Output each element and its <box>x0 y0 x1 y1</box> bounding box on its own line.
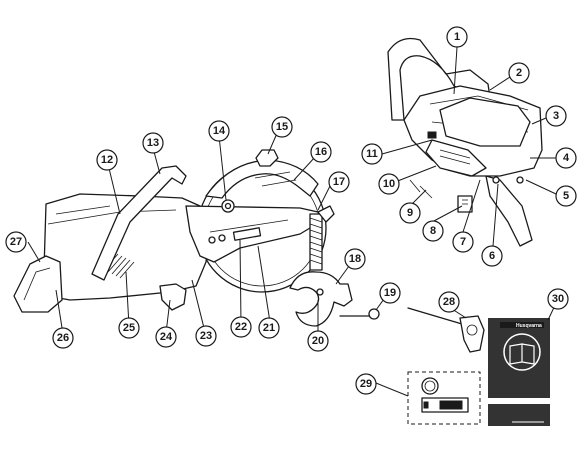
front-handle <box>91 165 187 281</box>
svg-text:25: 25 <box>123 322 135 334</box>
combination-spanner <box>407 307 485 353</box>
rear-handle <box>13 255 63 313</box>
cooling-vents <box>103 253 135 279</box>
svg-text:8: 8 <box>430 225 436 237</box>
callout-18: 18 <box>344 248 366 270</box>
callout-1: 1 <box>446 26 468 48</box>
callout-24: 24 <box>155 326 177 348</box>
guard-adjustment-lever <box>317 205 335 223</box>
top-handle <box>387 37 491 121</box>
svg-text:12: 12 <box>101 154 113 166</box>
arm-label-plate <box>232 227 262 241</box>
svg-text:24: 24 <box>160 331 173 343</box>
callout-27: 27 <box>5 231 27 253</box>
callout-11: 11 <box>361 143 383 165</box>
svg-text:Husqvarna: Husqvarna <box>516 323 542 329</box>
callout-12: 12 <box>96 149 118 171</box>
engine-unit-rear-view <box>387 37 543 247</box>
callout-15: 15 <box>271 116 293 138</box>
svg-text:5: 5 <box>563 190 569 202</box>
svg-text:3: 3 <box>553 110 559 122</box>
callout-16: 16 <box>310 141 332 163</box>
callout-23: 23 <box>195 325 217 347</box>
svg-text:17: 17 <box>333 176 345 188</box>
bushing-kit-box <box>407 371 481 425</box>
svg-text:16: 16 <box>315 146 327 158</box>
svg-text:18: 18 <box>349 253 361 265</box>
svg-text:23: 23 <box>200 330 212 342</box>
throttle-trigger <box>159 283 187 311</box>
svg-text:30: 30 <box>552 293 564 305</box>
callout-19: 19 <box>379 282 401 304</box>
svg-text:21: 21 <box>263 322 275 334</box>
callout-14: 14 <box>208 120 230 142</box>
blade-key <box>339 308 380 320</box>
combination-wrench <box>289 271 353 327</box>
svg-text:2: 2 <box>516 67 522 79</box>
callout-22: 22 <box>230 316 252 338</box>
svg-text:11: 11 <box>366 148 378 160</box>
callout-2: 2 <box>508 62 530 84</box>
svg-text:4: 4 <box>563 152 570 164</box>
callout-25: 25 <box>118 317 140 339</box>
callout-7: 7 <box>452 231 474 253</box>
svg-text:6: 6 <box>489 250 495 262</box>
svg-text:15: 15 <box>276 121 288 133</box>
callout-29: 29 <box>355 373 377 395</box>
callout-3: 3 <box>545 105 567 127</box>
svg-text:29: 29 <box>360 378 372 390</box>
svg-text:19: 19 <box>384 287 396 299</box>
power-cutter-side-view <box>13 149 335 313</box>
guard-handle <box>255 149 279 167</box>
callout-10: 10 <box>378 173 400 195</box>
callout-21: 21 <box>258 317 280 339</box>
callout-8: 8 <box>422 220 444 242</box>
operators-manual: Husqvarna <box>488 318 550 426</box>
svg-text:9: 9 <box>407 207 413 219</box>
svg-text:13: 13 <box>147 137 159 149</box>
svg-text:7: 7 <box>460 236 466 248</box>
svg-text:20: 20 <box>312 335 324 347</box>
svg-text:1: 1 <box>454 31 460 43</box>
callout-9: 9 <box>399 202 421 224</box>
callout-5: 5 <box>555 185 577 207</box>
callout-6: 6 <box>481 245 503 267</box>
callout-26: 26 <box>52 327 74 349</box>
callout-13: 13 <box>142 132 164 154</box>
svg-text:10: 10 <box>383 178 395 190</box>
air-filter-cover <box>439 97 531 147</box>
callout-4: 4 <box>555 147 577 169</box>
callout-20: 20 <box>307 330 329 352</box>
svg-text:27: 27 <box>10 236 22 248</box>
callout-30: 30 <box>547 288 569 310</box>
svg-text:26: 26 <box>57 332 69 344</box>
tension-spring <box>309 213 323 271</box>
blade-guard <box>205 159 319 199</box>
callout-28: 28 <box>438 291 460 313</box>
svg-text:14: 14 <box>213 125 226 137</box>
svg-text:22: 22 <box>235 321 247 333</box>
callout-17: 17 <box>328 171 350 193</box>
leader-lines <box>27 46 559 397</box>
svg-text:28: 28 <box>443 296 455 308</box>
